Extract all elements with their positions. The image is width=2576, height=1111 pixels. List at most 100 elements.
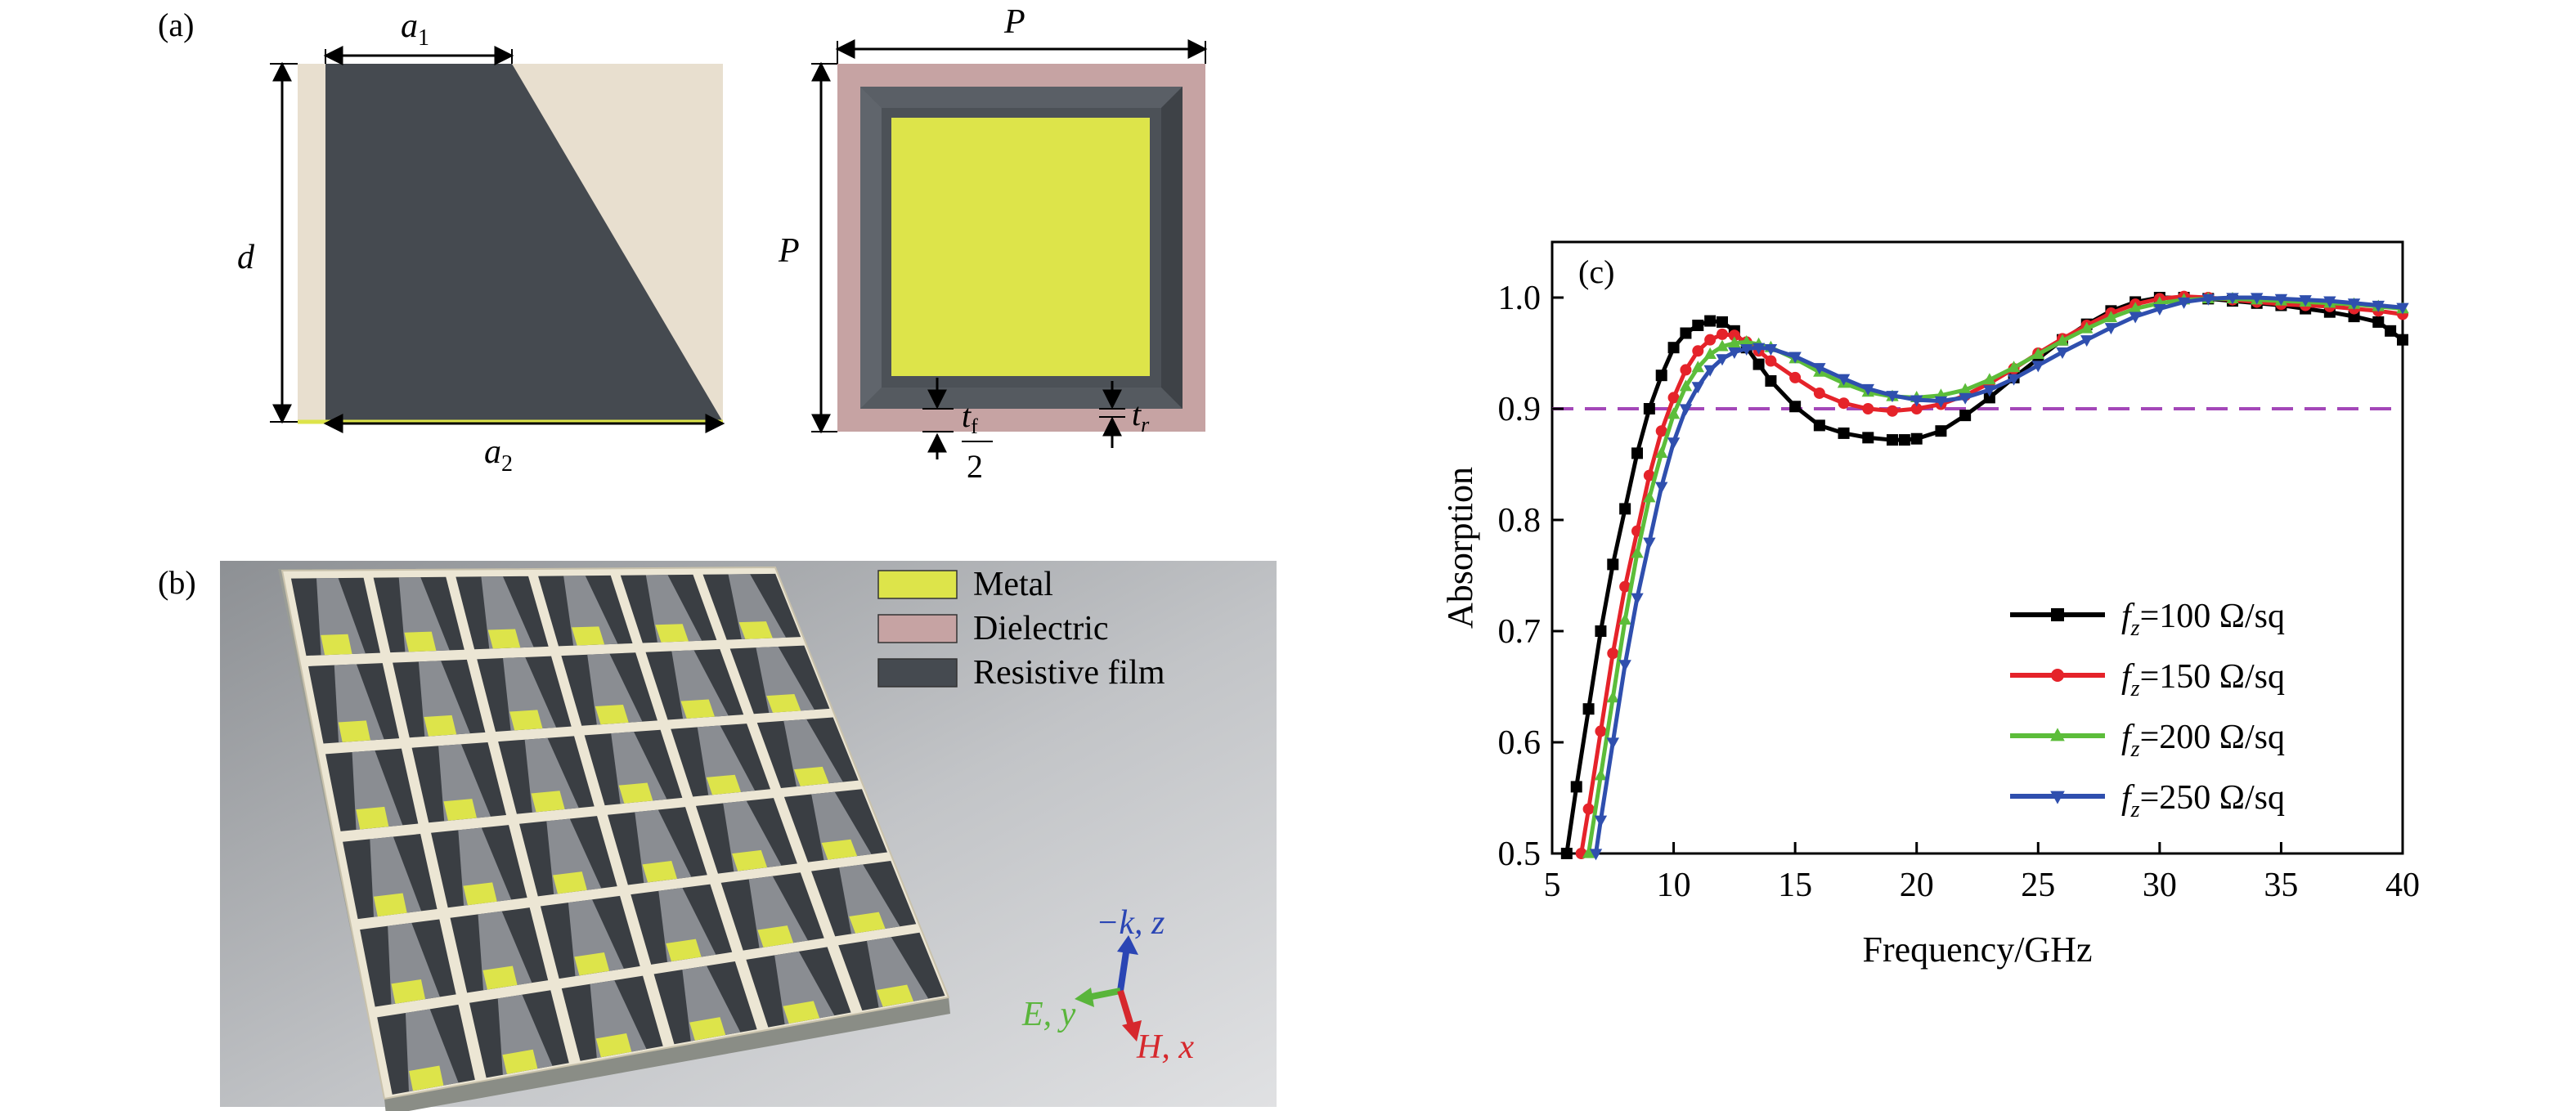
x-tick-label: 5: [1544, 867, 1561, 904]
data-point: [1582, 846, 1595, 858]
unit-cell-metal: [738, 621, 773, 639]
h-arrow: [1117, 989, 1135, 1030]
legend-item: fz=250 Ω/sq: [2010, 779, 2285, 822]
data-point: [1667, 437, 1681, 450]
legend-label: fz=250 Ω/sq: [2121, 779, 2285, 822]
data-point: [2299, 295, 2312, 307]
label-e-y: E, y: [1021, 996, 1076, 1033]
data-point: [1667, 407, 1681, 419]
x-tick-label: 15: [1778, 867, 1812, 904]
unit-cell-metal: [409, 1065, 444, 1091]
data-point: [1631, 546, 1644, 558]
unit-cell-metal: [552, 871, 587, 894]
data-point: [1667, 392, 1680, 404]
data-point: [1618, 660, 1631, 672]
data-point: [2372, 316, 2385, 328]
unit-cell-metal: [595, 1033, 632, 1058]
data-point: [1740, 335, 1753, 347]
unit-cell-metal: [463, 882, 497, 906]
y-tick-label: 0.6: [1498, 724, 1542, 762]
data-point: [2323, 296, 2336, 308]
label-tf-den: 2: [967, 448, 983, 485]
unit-cell-metal: [443, 799, 477, 821]
unit-cell-metal: [482, 965, 518, 990]
panel-b-label: (b): [158, 564, 196, 601]
data-point: [1631, 447, 1643, 459]
unit-cell-metal: [706, 774, 742, 795]
unit-cell-metal: [391, 979, 426, 1004]
data-point: [1898, 434, 1910, 446]
data-point: [2080, 321, 2094, 334]
data-point: [1959, 410, 1972, 422]
data-point: [2347, 298, 2361, 311]
data-point: [2129, 311, 2142, 324]
data-point: [2201, 293, 2215, 306]
data-point: [1959, 392, 1972, 405]
data-point: [2226, 293, 2239, 305]
data-point: [1716, 354, 1729, 366]
y-tick-label: 0.8: [1498, 502, 1542, 540]
data-point: [1813, 387, 1825, 399]
plot-frame: [1551, 240, 2404, 855]
data-point: [1752, 343, 1766, 355]
unit-cell-metal: [373, 893, 407, 917]
data-point: [1606, 737, 1619, 750]
data-point: [2007, 374, 2021, 386]
data-point: [1655, 370, 1667, 382]
x-tick-label: 30: [2143, 867, 2177, 904]
data-point: [1717, 316, 1728, 328]
data-point: [1691, 382, 1704, 394]
data-point: [1607, 558, 1619, 571]
data-point: [2396, 302, 2409, 315]
data-point: [2177, 297, 2191, 309]
k-arrow: [1117, 946, 1130, 992]
unit-cell-metal: [666, 939, 702, 962]
data-point: [2007, 361, 2021, 373]
unit-cell-metal: [642, 861, 677, 883]
legend-item: fz=200 Ω/sq: [2010, 719, 2285, 762]
data-point: [1582, 703, 1595, 715]
series-4: [1589, 293, 2409, 861]
data-point: [2051, 669, 2064, 682]
data-point: [1728, 336, 1741, 348]
data-point: [2385, 325, 2397, 337]
data-point: [2056, 334, 2069, 346]
unit-cell-metal: [321, 634, 352, 656]
data-point: [1643, 537, 1656, 549]
label-a2: a2: [484, 433, 513, 477]
data-point: [1813, 363, 1826, 375]
data-point: [1764, 343, 1778, 356]
unit-cell-metal: [595, 704, 629, 725]
data-point: [1887, 434, 1898, 446]
legend-item: fz=100 Ω/sq: [2010, 598, 2285, 641]
x-tick-label: 10: [1657, 867, 1691, 904]
data-point: [1560, 848, 1573, 859]
data-point: [2056, 347, 2069, 360]
slab-front-side: [384, 997, 950, 1111]
y-tick-label: 0.9: [1498, 391, 1542, 428]
data-point: [1838, 397, 1850, 410]
legend-item: fz=150 Ω/sq: [2010, 658, 2285, 701]
y-axis-ticks: 0.50.60.70.80.91.0: [1498, 280, 1564, 873]
unit-cell-metal: [487, 629, 521, 649]
panel-a-label: (a): [158, 7, 194, 43]
x-axis-label: Frequency/GHz: [1862, 930, 2092, 970]
label-tf: tf: [962, 397, 978, 438]
data-point: [2274, 293, 2288, 306]
panel-b: (b) Metal Dielectric Resistive film −k, …: [158, 561, 1277, 1111]
legend-label-dielectric: Dielectric: [973, 610, 1109, 647]
data-point: [1594, 768, 1608, 781]
series-layer: [1560, 290, 2409, 861]
unit-cell-metal: [655, 624, 689, 643]
data-point: [1595, 725, 1607, 737]
unit-cell-metal: [502, 1049, 538, 1074]
data-point: [1862, 403, 1874, 414]
label-d: d: [237, 239, 255, 276]
unit-cell-grid: [290, 573, 945, 1095]
data-point: [1983, 373, 1996, 385]
data-point: [1679, 379, 1693, 392]
data-point: [1667, 342, 1680, 354]
label-tr: tr: [1132, 396, 1150, 437]
unit-cell-metal: [689, 1017, 726, 1041]
